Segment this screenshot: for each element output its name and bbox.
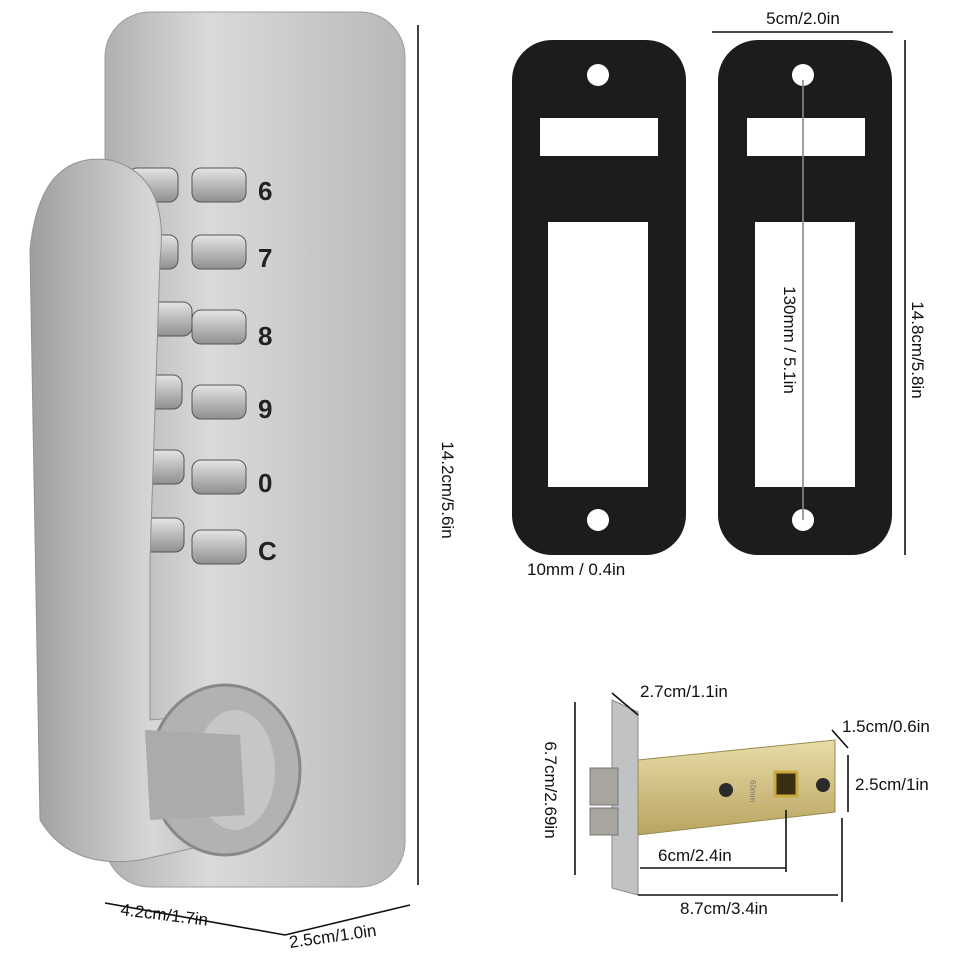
body-height-label: 2.5cm/1in [855, 775, 929, 794]
keypad-digit: 6 [258, 176, 272, 206]
faceplate-width-line [611, 692, 639, 716]
backset-label: 6cm/2.4in [658, 846, 732, 865]
keypad-digit: 9 [258, 394, 272, 424]
thickness-label: 1.5cm/0.6in [842, 717, 930, 736]
gasket-plates: 5cm/2.0in 14.8cm/5.8in 130mm / 5.1in 10m… [512, 9, 927, 579]
hole-spacing-label: 130mm / 5.1in [780, 286, 799, 394]
mortise-latch: 60mm 2.7cm/1.1in 1.5cm/0.6in 2.5cm/1in 6… [541, 682, 930, 918]
handle-neck [145, 730, 245, 820]
lock-width-label: 4.2cm/1.7in [120, 900, 210, 930]
plate-height-label: 14.8cm/5.8in [908, 301, 927, 398]
latch-body [637, 739, 836, 836]
gasket-plate-right [718, 40, 892, 555]
width-dimension-line [104, 902, 286, 936]
depth-dimension-line [284, 904, 411, 936]
thickness-line [831, 729, 849, 749]
keypad-digit: 7 [258, 243, 272, 273]
latch-stamp: 60mm [748, 780, 757, 803]
latch-length-label: 8.7cm/3.4in [680, 899, 768, 918]
keypad-digit: 8 [258, 321, 272, 351]
latch-height-label: 6.7cm/2.69in [541, 741, 560, 838]
lock-depth-label: 2.5cm/1.0in [288, 921, 378, 952]
faceplate-width-label: 2.7cm/1.1in [640, 682, 728, 701]
hole-size-label: 10mm / 0.4in [527, 560, 625, 579]
latch-bolt [589, 767, 619, 836]
keypad-digit: 0 [258, 468, 272, 498]
keypad-lock: 6 7 8 9 0 C 14.2cm/5.6in 4.2cm/1.7in 2.5… [29, 11, 457, 952]
keypad-digit: C [258, 536, 277, 566]
gasket-plate-left [512, 40, 686, 555]
plate-width-label: 5cm/2.0in [766, 9, 840, 28]
spindle-hole [773, 770, 799, 798]
lock-height-label: 14.2cm/5.6in [438, 441, 457, 538]
lever-handle [29, 158, 276, 863]
